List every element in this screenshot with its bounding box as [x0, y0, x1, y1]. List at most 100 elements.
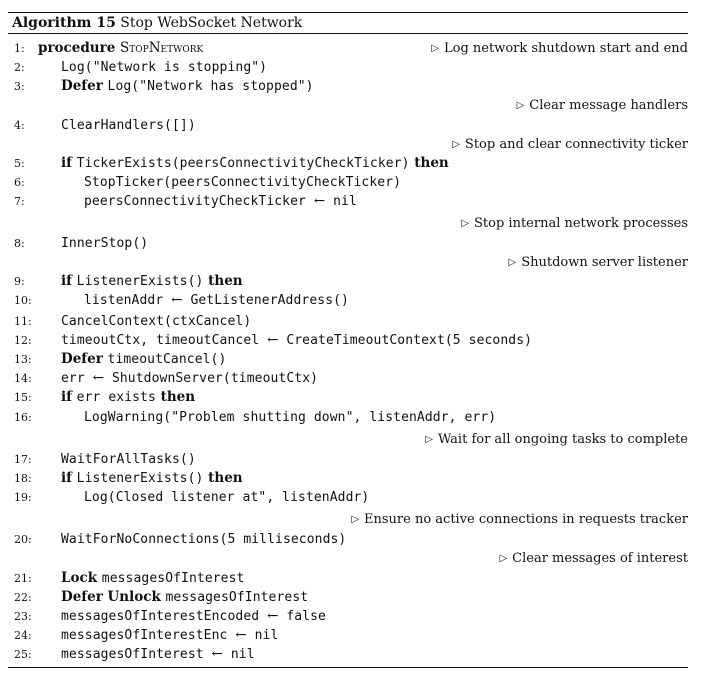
line-comment: ▷Log network shutdown start and end [431, 39, 688, 59]
comment-triangle-icon: ▷ [516, 100, 525, 111]
code-token: timeoutCancel() [107, 352, 227, 367]
code-token: WaitForAllTasks() [61, 452, 196, 467]
code-token: StopTicker(peersConnectivityCheckTicker) [84, 175, 402, 190]
line-number: 9: [14, 275, 25, 288]
comment-triangle-icon: ▷ [351, 514, 360, 525]
line-number: 14: [14, 372, 32, 385]
algorithm-line: 21:Lock messagesOfInterest [8, 569, 688, 588]
keyword: if [61, 389, 77, 405]
code-statement: timeoutCtx, timeoutCancel ← CreateTimeou… [61, 331, 532, 350]
code-token: messagesOfInterestEncoded [61, 609, 268, 624]
line-number: 20: [14, 533, 32, 546]
keyword: then [155, 389, 196, 405]
algorithm-line: 2: Log("Network is stopping") [8, 58, 688, 77]
keyword: Defer Unlock [61, 589, 166, 605]
procedure-name: StopNetwork [120, 40, 204, 56]
line-number: 6: [14, 176, 25, 189]
comment-line: ▷Wait for all ongoing tasks to complete [8, 430, 688, 449]
assign-arrow: ← [211, 646, 223, 662]
line-number: 23: [14, 610, 32, 623]
line-number: 22: [14, 591, 32, 604]
code-token: InnerStop() [61, 236, 149, 251]
code-statement: peersConnectivityCheckTicker ← nil [84, 192, 357, 211]
code-token: GetListenerAddress() [182, 293, 349, 308]
code-token: Log("Network has stopped") [107, 79, 314, 94]
code-statement: if TickerExists(peersConnectivityCheckTi… [61, 154, 449, 173]
algorithm-line: 12: timeoutCtx, timeoutCancel ← CreateTim… [8, 331, 688, 350]
code-token: TickerExists(peersConnectivityCheckTicke… [76, 156, 410, 171]
code-token: WaitForNoConnections(5 milliseconds) [61, 532, 347, 547]
comment-line: ▷ Ensure no active connections in request… [8, 510, 688, 529]
code-statement: if err exists then [61, 388, 195, 407]
assign-arrow: ← [313, 193, 326, 209]
code-token: timeoutCtx, timeoutCancel [61, 333, 268, 348]
algorithm-line: 20: WaitForNoConnections(5 milliseconds) [8, 530, 688, 549]
code-token: Log(Closed listener at", listenAddr) [84, 490, 370, 505]
code-token: LogWarning("Problem shutting down", list… [84, 410, 497, 425]
line-number: 16: [14, 411, 32, 424]
line-number: 17: [14, 453, 32, 466]
bottom-rule [8, 667, 688, 668]
line-number: 18: [14, 472, 32, 485]
algorithm-line: 17: WaitForAllTasks() [8, 450, 688, 469]
line-number: 3: [14, 80, 25, 93]
algorithm-line: 16: LogWarning("Problem shutting down", l… [8, 408, 688, 427]
line-number: 10: [14, 294, 32, 307]
comment-triangle-icon: ▷ [425, 434, 433, 445]
code-token: Log("Network is stopping") [61, 60, 268, 75]
code-statement: StopTicker(peersConnectivityCheckTicker) [84, 173, 401, 192]
code-statement: WaitForAllTasks() [61, 450, 196, 469]
code-token: CreateTimeoutContext(5 seconds) [278, 333, 533, 348]
keyword: then [203, 273, 243, 289]
comment-triangle-icon: ▷ [499, 553, 508, 564]
line-comment: ▷ Ensure no active connections in request… [351, 510, 688, 530]
code-token: false [278, 609, 326, 624]
comment-text: Ensure no active connections in requests… [364, 512, 688, 527]
keyword: then [203, 470, 243, 486]
code-statement: messagesOfInterestEncoded ← false [61, 607, 326, 626]
algorithm-line: 18:if ListenerExists() then [8, 469, 688, 488]
assign-arrow: ← [92, 370, 105, 386]
algorithm-caption: Algorithm 15 Stop WebSocket Network [12, 14, 302, 32]
caption-rule [8, 33, 688, 34]
algorithm-line: 5:if TickerExists(peersConnectivityCheck… [8, 154, 688, 173]
algorithm-line: 9:if ListenerExists() then [8, 272, 688, 291]
keyword: Defer [61, 351, 108, 367]
line-number: 12: [14, 334, 32, 347]
line-number: 24: [14, 629, 32, 642]
comment-text: Shutdown server listener [521, 255, 688, 270]
code-statement: Defer Log("Network has stopped") [61, 77, 314, 96]
algorithm-line: 23: messagesOfInterestEncoded ← false [8, 607, 688, 626]
algorithm-line: 25:messagesOfInterest ← nil [8, 645, 688, 664]
comment-line: ▷Clear message handlers [8, 96, 688, 115]
assign-arrow: ← [235, 627, 247, 643]
algorithm-line: 7:peersConnectivityCheckTicker ← nil [8, 192, 688, 211]
code-token: nil [246, 628, 279, 643]
keyword: then [409, 155, 449, 171]
code-token: ShutdownServer(timeoutCtx) [104, 371, 319, 386]
algorithm-line: 15:if err exists then [8, 388, 688, 407]
code-token: peersConnectivityCheckTicker [84, 194, 314, 209]
comment-text: Stop internal network processes [474, 216, 688, 231]
code-statement: Lock messagesOfInterest [61, 569, 244, 588]
line-comment: ▷Stop and clear connectivity ticker [452, 135, 688, 155]
line-number: 2: [14, 61, 25, 74]
code-statement: procedure StopNetwork [38, 39, 203, 58]
comment-text: Clear messages of interest [512, 551, 688, 566]
code-token: ListenerExists() [76, 274, 204, 289]
algorithm-line: 14:err ← ShutdownServer(timeoutCtx) [8, 369, 688, 388]
code-token: messagesOfInterest [101, 571, 245, 586]
comment-triangle-icon: ▷ [452, 139, 460, 150]
assign-arrow: ← [267, 608, 279, 624]
comment-line: ▷Stop internal network processes [8, 214, 688, 233]
code-token: ClearHandlers([]) [61, 118, 196, 133]
line-number: 4: [14, 119, 25, 132]
code-token: CancelContext(ctxCancel) [61, 314, 252, 329]
algorithm-line: 3: Defer Log("Network has stopped") [8, 77, 688, 96]
code-statement: messagesOfInterestEnc ← nil [61, 626, 278, 645]
code-token: messagesOfInterestEnc [61, 628, 236, 643]
algorithm-line: 24: messagesOfInterestEnc ← nil [8, 626, 688, 645]
comment-line: ▷Shutdown server listener [8, 253, 688, 272]
code-statement: Log(Closed listener at", listenAddr) [84, 488, 369, 507]
algorithm-line: 10:listenAddr ← GetListenerAddress() [8, 291, 688, 310]
